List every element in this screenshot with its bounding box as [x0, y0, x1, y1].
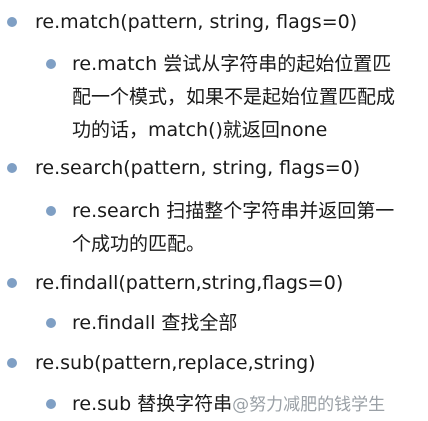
item-line: re.findall 查找全部 [72, 312, 238, 334]
list-item-re-match: re.match(pattern, string, flags=0) [0, 6, 428, 38]
bullet-icon [7, 278, 17, 288]
bullet-icon [46, 206, 56, 216]
list-item-re-search: re.search(pattern, string, flags=0) [0, 152, 428, 184]
list-item-re-findall: re.findall(pattern,string,flags=0) [0, 267, 428, 299]
bullet-icon [46, 318, 56, 328]
item-line: re.match 尝试从字符串的起始位置匹 [72, 53, 392, 75]
item-line: re.findall(pattern,string,flags=0) [35, 272, 344, 294]
item-line: 配一个模式，如果不是起始位置匹配成 [72, 86, 396, 108]
bullet-icon [7, 358, 17, 368]
watermark-text: @努力减肥的钱学生 [232, 395, 386, 415]
list-item-re-findall-desc: re.findall 查找全部 [0, 307, 428, 339]
item-line: re.search(pattern, string, flags=0) [35, 157, 361, 179]
item-line-text: re.sub 替换字符串 [72, 393, 233, 415]
item-line: re.match(pattern, string, flags=0) [35, 11, 358, 33]
bullet-icon [7, 163, 17, 173]
item-line: re.search 扫描整个字符串并返回第一 [72, 200, 395, 222]
list-item-re-search-desc: re.search 扫描整个字符串并返回第一 个成功的匹配。 [0, 195, 428, 259]
item-line: re.sub(pattern,replace,string) [35, 352, 316, 374]
item-line: 功的话，match()就返回none [72, 119, 328, 141]
bullet-icon [46, 399, 56, 409]
list-item-re-match-desc: re.match 尝试从字符串的起始位置匹 配一个模式，如果不是起始位置匹配成 … [0, 48, 428, 144]
item-line: 个成功的匹配。 [72, 233, 206, 255]
bullet-icon [46, 59, 56, 69]
item-line: re.sub 替换字符串@努力减肥的钱学生 [72, 388, 385, 421]
list-item-re-sub: re.sub(pattern,replace,string) [0, 347, 428, 379]
list-item-re-sub-desc: re.sub 替换字符串@努力减肥的钱学生 [0, 388, 428, 420]
bullet-icon [7, 17, 17, 27]
